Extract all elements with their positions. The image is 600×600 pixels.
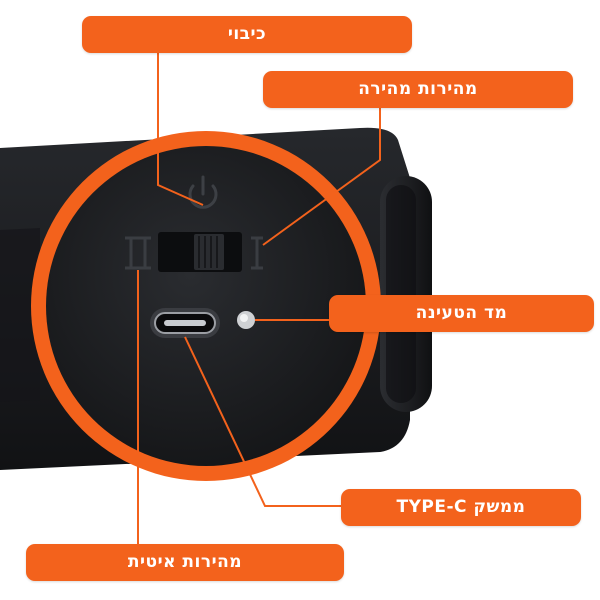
usb-c-port [150,308,220,338]
label-slow-speed: מהירות איטית [26,544,344,581]
speed-high-icon [251,236,263,270]
label-fast-speed: מהירות מהירה [263,71,573,108]
label-charging-indicator: מד הטעינה [329,295,594,332]
speed-switch[interactable] [158,232,242,272]
label-power-off: כיבוי [82,16,412,53]
power-icon [188,175,218,209]
control-face [46,146,366,466]
label-type-c-port: ממשק TYPE-C [341,489,581,526]
leader-lines [137,52,381,548]
speed-low-icon [125,236,151,270]
